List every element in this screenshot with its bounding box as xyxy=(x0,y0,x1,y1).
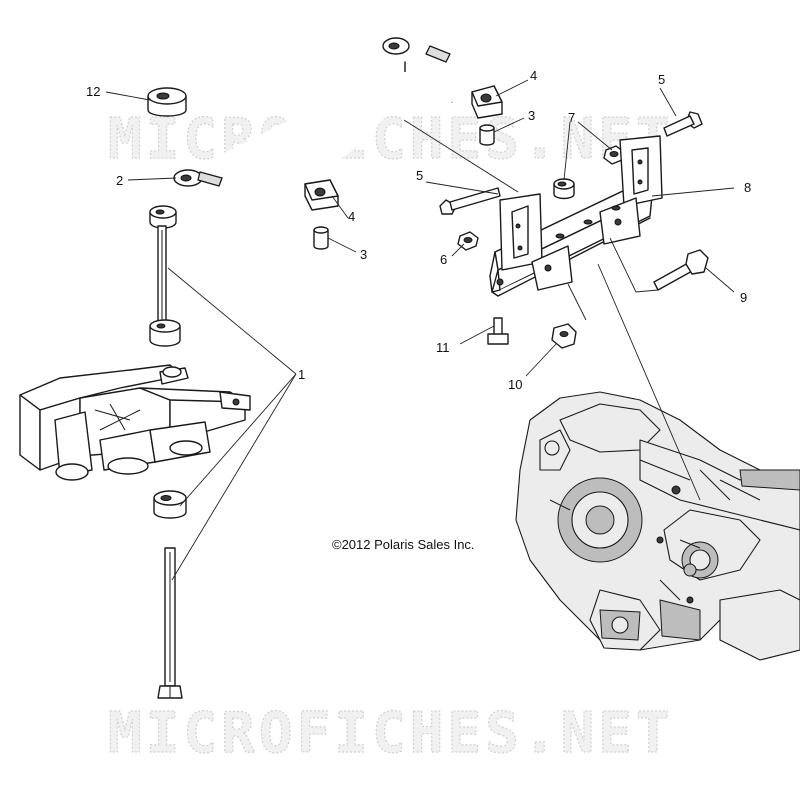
sleeve-3-left xyxy=(313,226,329,250)
leader-lines xyxy=(105,79,735,581)
callout-3-right: 3 xyxy=(528,108,535,123)
bushing-12 xyxy=(147,87,187,117)
bolt-9 xyxy=(653,249,709,291)
callout-4-right: 4 xyxy=(530,68,537,83)
stabilizer-bar xyxy=(173,37,469,189)
callout-8: 8 xyxy=(744,180,751,195)
bolt-5-right xyxy=(663,111,703,137)
callout-2: 2 xyxy=(116,173,123,188)
callout-5-right: 5 xyxy=(658,72,665,87)
bracket-8 xyxy=(489,135,663,297)
callout-11: 11 xyxy=(436,340,450,355)
washer-7-lower xyxy=(553,178,575,200)
watermark-top: MICROFICHES.NET xyxy=(108,107,674,172)
callout-1: 1 xyxy=(298,367,305,382)
callout-9: 9 xyxy=(740,290,747,305)
nut-10 xyxy=(551,323,577,349)
clamp-4-right xyxy=(471,85,503,119)
bushing-lower xyxy=(153,490,187,519)
clamp-4-left xyxy=(304,179,339,211)
callouts: 12 2 1 4 3 4 3 5 5 7 6 8 9 11 10 xyxy=(86,68,751,392)
bolt-11 xyxy=(487,317,509,345)
callout-10: 10 xyxy=(508,377,522,392)
callout-12: 12 xyxy=(86,84,100,99)
watermark-bottom: MICROFICHES.NET xyxy=(108,701,674,766)
sleeve-3-right xyxy=(479,124,495,146)
long-bolt xyxy=(157,547,183,699)
callout-7: 7 xyxy=(568,110,575,125)
stabilizer-link-upper xyxy=(149,205,181,347)
callout-5-left: 5 xyxy=(416,168,423,183)
callout-4-left: 4 xyxy=(348,209,355,224)
copyright-notice: ©2012 Polaris Sales Inc. xyxy=(332,537,475,552)
callout-6: 6 xyxy=(440,252,447,267)
engine-transaxle xyxy=(515,391,800,661)
a-arm-assembly xyxy=(19,364,251,481)
bolt-5-left xyxy=(439,187,501,215)
callout-3-left: 3 xyxy=(360,247,367,262)
